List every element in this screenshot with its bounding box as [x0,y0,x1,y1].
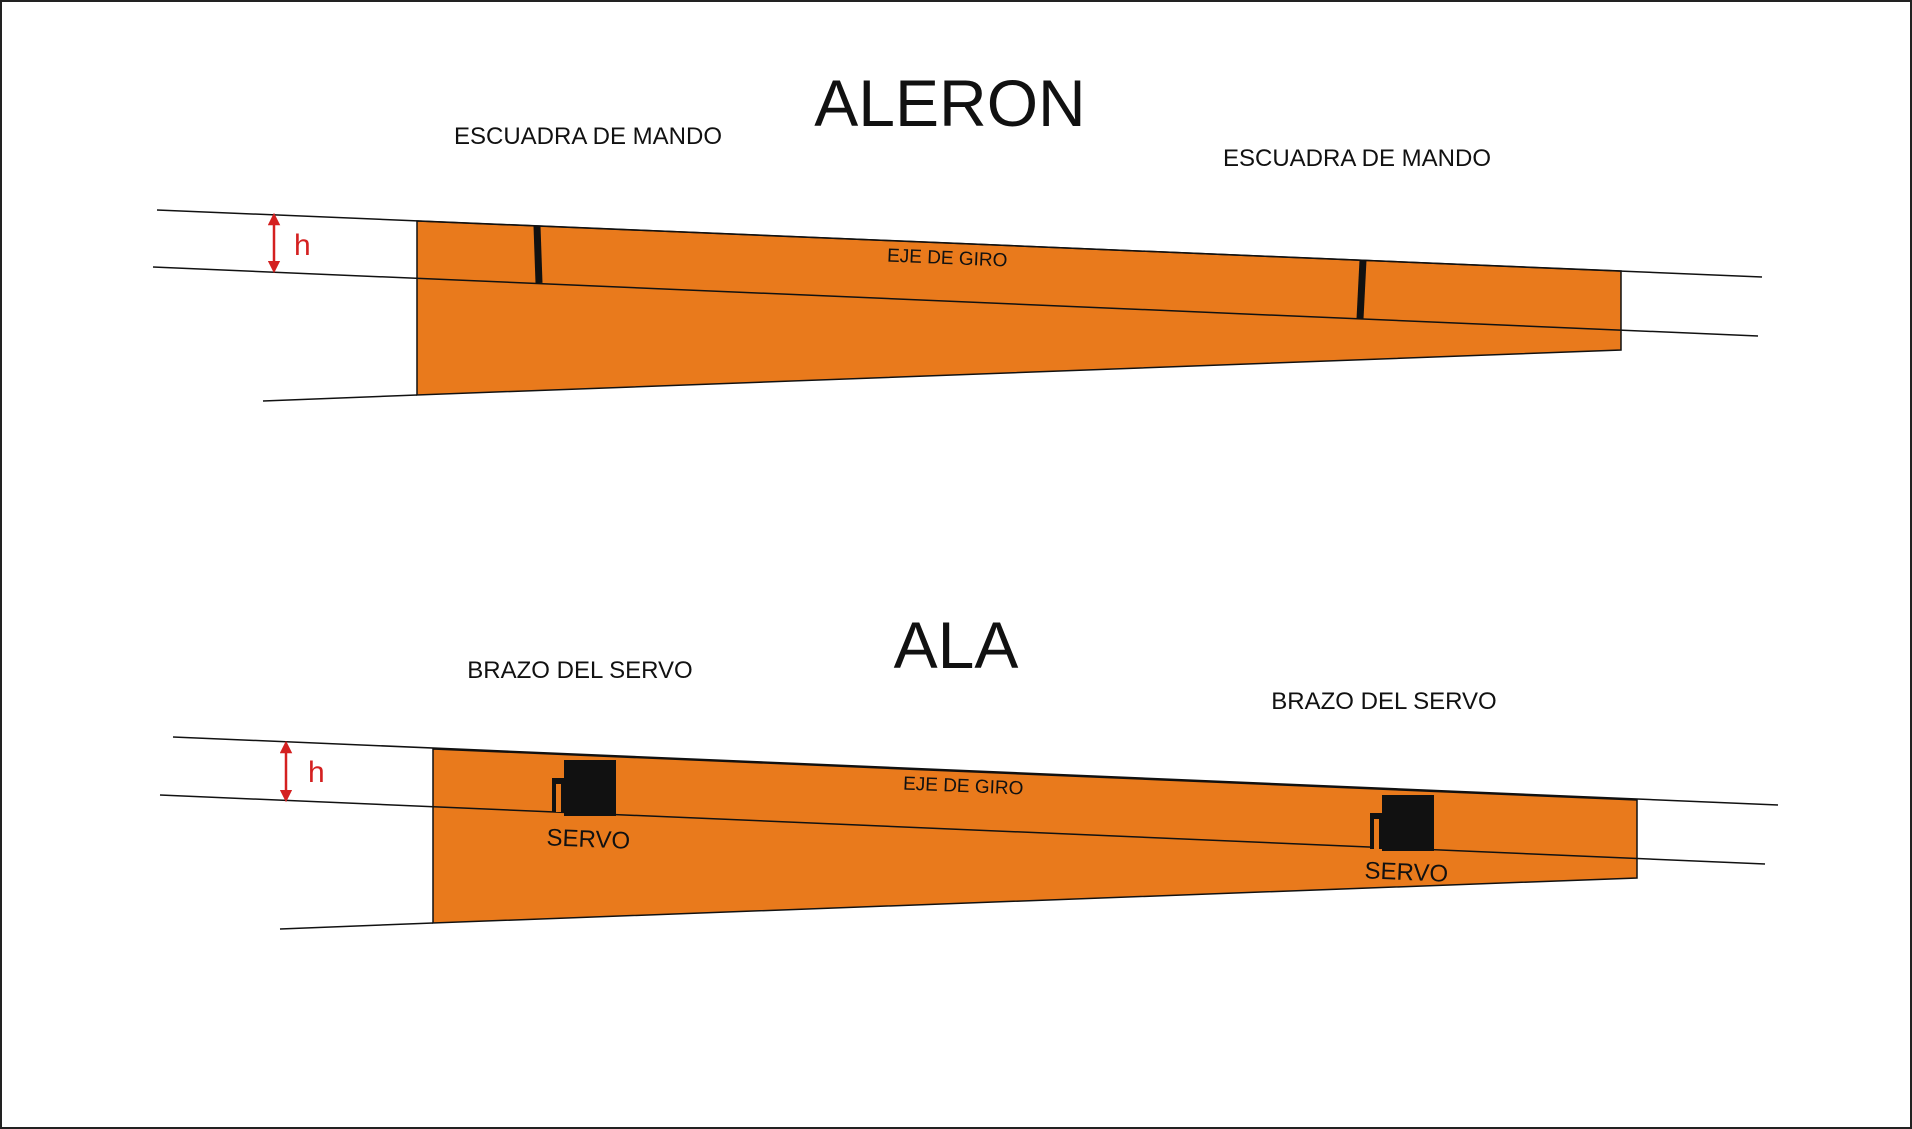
servo-body-right [1382,795,1434,851]
ala-label-right: BRAZO DEL SERVO [1271,688,1496,715]
ala-servo-left [552,760,616,816]
aleron-bottom-line [262,394,418,402]
servo-body-left [564,760,616,816]
aleron-section: ALERON ESCUADRA DE MANDO ESCUADRA DE MAN… [152,66,1763,402]
aleron-title: ALERON [814,66,1085,140]
aleron-label-right: ESCUADRA DE MANDO [1223,145,1491,172]
ala-panel [432,748,1638,924]
aleron-control-horn-right [1356,259,1367,320]
ala-top-line [172,736,1779,806]
ala-servo-label-right: SERVO [1364,857,1449,887]
ala-servo-right [1370,795,1434,851]
ala-servo-label-left: SERVO [546,824,631,854]
aleron-label-left: ESCUADRA DE MANDO [454,123,722,150]
ala-hinge-axis-line [159,794,1766,865]
aleron-hinge-axis-line [152,266,1759,337]
ala-dimension-label: h [308,756,325,789]
servo-arm-gap-right [1374,819,1379,849]
ala-title: ALA [894,608,1019,682]
aleron-dimension-label: h [294,229,311,262]
aleron-top-line [156,209,1763,278]
servo-arm-gap-left [556,784,561,812]
ala-section: ALA BRAZO DEL SERVO BRAZO DEL SERVO EJE … [159,608,1779,930]
aleron-control-horn-left [533,225,543,284]
aleron-axis-label: EJE DE GIRO [887,245,1008,271]
ala-label-left: BRAZO DEL SERVO [467,657,692,684]
ala-bottom-line [279,922,434,930]
ala-axis-label: EJE DE GIRO [903,773,1024,799]
aleron-panel [416,220,1622,396]
